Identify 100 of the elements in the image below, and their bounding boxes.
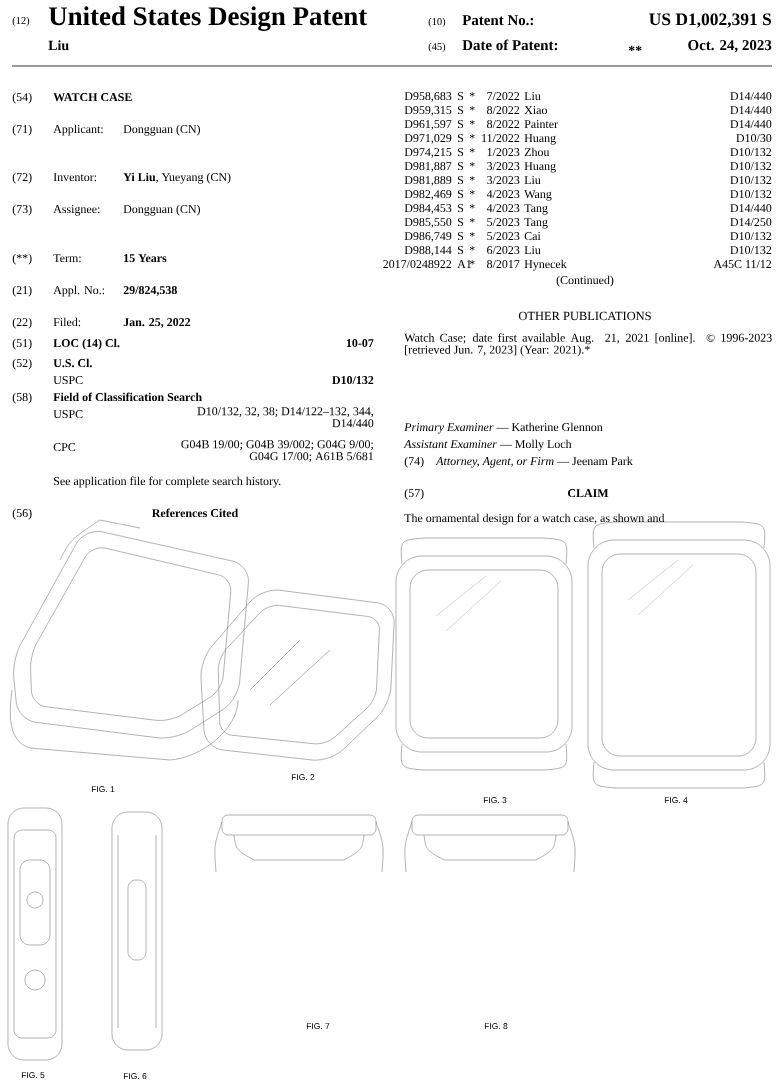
table-cell: D10/132 xyxy=(730,176,772,185)
table-cell: Liu xyxy=(524,246,541,255)
table-cell: D958,683 xyxy=(404,92,452,102)
field-label: USPC xyxy=(53,376,83,385)
field-value: Dongguan (CN) xyxy=(123,204,201,216)
table-cell: 4/2023 xyxy=(486,190,520,199)
patent-date: Oct. 24, 2023 xyxy=(688,40,772,53)
inid-code: (54) xyxy=(12,92,32,104)
table-cell: 1/2023 xyxy=(487,148,520,157)
examiner-line: Assistant Examiner — Molly Loch xyxy=(403,439,572,451)
table-cell: Xiao xyxy=(524,106,547,115)
paragraph: The ornamental design for a watch case, as shown and xyxy=(404,513,665,525)
table-cell: D971,029 xyxy=(404,134,452,144)
table-cell: 8/2022 xyxy=(487,120,520,129)
inid-code: (56) xyxy=(12,508,32,520)
field-label: Patent No.: xyxy=(462,15,534,26)
table-cell: * xyxy=(469,92,475,97)
note-text: See application file for complete search history. xyxy=(54,476,281,488)
inid-code: (72) xyxy=(12,172,32,184)
paragraph: Watch Case; date first available Aug. 21, 2021 [online]. © 1996-2023 [retrieved Jun. 7, 2023] (Year: 2021).* xyxy=(404,333,772,357)
field-value: 29/824,538 xyxy=(123,286,177,296)
table-cell: S xyxy=(458,246,464,255)
table-cell: A45C 11/12 xyxy=(713,260,772,269)
table-cell: D10/132 xyxy=(730,162,772,171)
inid-code: (21) xyxy=(12,285,32,297)
table-cell: Tang xyxy=(524,218,548,229)
inid-code: (45) xyxy=(428,42,446,53)
table-cell: D10/30 xyxy=(736,134,772,143)
table-cell: D10/132 xyxy=(730,246,772,255)
table-cell: * xyxy=(469,246,475,251)
table-cell: D981,887 xyxy=(404,162,452,172)
figure-label: FIG. 6 xyxy=(123,1073,147,1080)
note-text: (Continued) xyxy=(556,275,614,287)
table-cell: S xyxy=(458,204,464,213)
table-cell: * xyxy=(469,120,475,125)
table-cell: * xyxy=(469,260,475,265)
field-value: 10-07 xyxy=(346,339,374,348)
patent-title: United States Design Patent xyxy=(48,6,368,31)
table-cell: 5/2023 xyxy=(487,232,520,241)
table-cell: D14/440 xyxy=(730,106,772,115)
asterisk-mark: ** xyxy=(628,45,642,52)
figure-label: FIG. 8 xyxy=(484,1023,508,1030)
table-cell: D10/132 xyxy=(730,190,772,199)
table-cell: 7/2022 xyxy=(487,92,520,101)
table-cell: Liu xyxy=(524,92,541,101)
table-cell: D985,550 xyxy=(404,218,452,228)
field-value: 15 Years xyxy=(124,254,167,263)
inid-code: (52) xyxy=(12,358,32,370)
table-cell: 8/2017 xyxy=(487,260,520,269)
patent-number: US D1,002,391 S xyxy=(649,13,772,28)
field-value: Dongguan (CN) xyxy=(123,124,201,136)
table-cell: 2017/0248922 xyxy=(383,260,452,269)
table-cell: Hynecek xyxy=(524,259,567,271)
table-cell: 11/2022 xyxy=(482,134,520,143)
table-cell: 8/2022 xyxy=(487,106,520,115)
attorney-line: Attorney, Agent, or Firm — Jeenam Park xyxy=(435,456,633,468)
inventor-name: Liu xyxy=(48,40,69,51)
examiner-line: Primary Examiner — Katherine Glennon xyxy=(404,422,603,434)
inid-code: (12) xyxy=(12,16,30,27)
inid-code: (71) xyxy=(12,124,32,136)
figure-label: FIG. 1 xyxy=(91,786,115,793)
table-cell: S xyxy=(458,218,464,227)
figure-label: FIG. 4 xyxy=(664,797,688,804)
field-value: D10/132 xyxy=(332,376,374,385)
table-cell: Wang xyxy=(524,190,552,201)
inid-code: (10) xyxy=(428,17,446,28)
field-value: D10/132, 32, 38; D14/122–132, 344, D14/440 xyxy=(197,407,374,428)
figure-label: FIG. 7 xyxy=(306,1023,330,1030)
table-cell: S xyxy=(458,190,464,199)
table-cell: S xyxy=(458,148,464,157)
section-heading: CLAIM xyxy=(568,489,609,498)
field-label: Applicant: xyxy=(53,124,103,136)
figure-label: FIG. 2 xyxy=(291,774,315,781)
table-cell: S xyxy=(458,134,464,143)
table-cell: S xyxy=(458,176,464,185)
table-cell: 6/2023 xyxy=(487,246,520,255)
table-cell: 5/2023 xyxy=(487,218,520,227)
table-cell: * xyxy=(469,176,475,181)
table-cell: D981,889 xyxy=(404,176,452,186)
field-label: LOC (14) Cl. xyxy=(53,338,120,350)
table-cell: Liu xyxy=(524,176,541,185)
table-cell: Huang xyxy=(524,162,556,173)
field-label: Filed: xyxy=(53,317,81,327)
table-cell: D10/132 xyxy=(730,232,772,241)
field-label: Assignee: xyxy=(53,205,100,216)
section-heading: References Cited xyxy=(152,508,239,518)
inid-code: (51) xyxy=(12,338,32,350)
inid-code: (73) xyxy=(12,204,32,216)
table-cell: Cai xyxy=(524,232,541,241)
table-cell: S xyxy=(458,120,464,129)
field-label: USPC xyxy=(53,410,83,419)
field-label: U.S. Cl. xyxy=(53,358,92,368)
table-cell: Tang xyxy=(524,204,548,215)
table-cell: * xyxy=(469,204,475,209)
table-cell: S xyxy=(458,232,464,241)
table-cell: D959,315 xyxy=(404,106,452,116)
table-cell: D974,215 xyxy=(404,148,452,158)
table-cell: 3/2023 xyxy=(487,162,520,171)
table-cell: * xyxy=(469,134,475,139)
inid-code: (57) xyxy=(404,488,424,500)
